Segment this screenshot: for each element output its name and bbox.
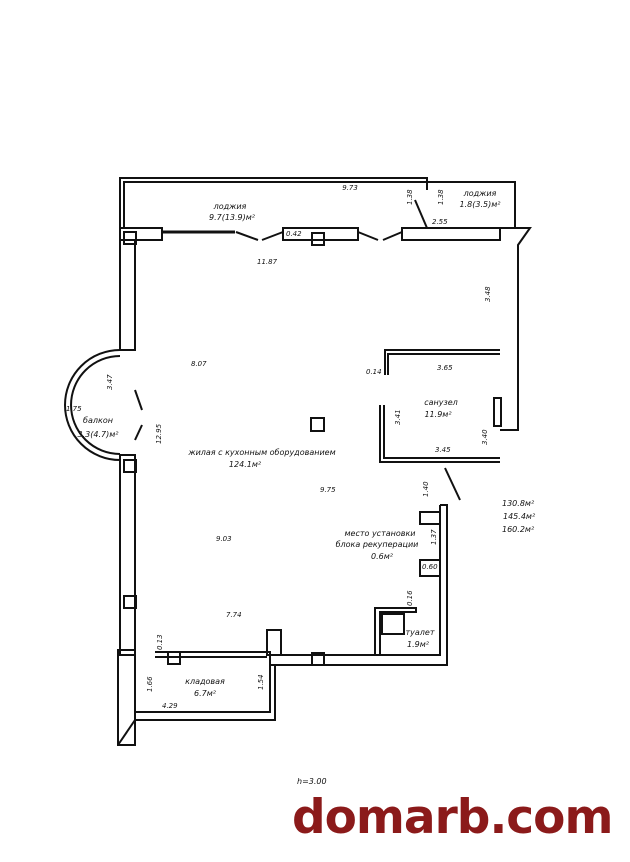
storage-area: 6.7м² [194, 689, 217, 698]
dimension-labels: 9.73 1.38 1.38 2.55 0.42 11.87 3.48 8.07… [66, 184, 492, 710]
dim: 0.42 [286, 230, 302, 238]
dim: 1.38 [406, 189, 414, 205]
ceiling-height: h=3.00 [297, 777, 327, 786]
dim: 9.73 [342, 184, 358, 192]
area-totals: 130.8м² 145.4м² 160.2м² [502, 499, 536, 534]
dim: 9.75 [320, 486, 336, 494]
loggia-right-area: 1.8(3.5)м² [460, 200, 502, 209]
dim: 12.95 [155, 423, 163, 444]
dim: 1.75 [66, 405, 82, 413]
room-labels: лоджия 1.8(3.5)м² лоджия 9.7(13.9)м² бал… [78, 189, 502, 698]
total-area: 160.2м² [502, 525, 535, 534]
living-area: 124.1м² [229, 460, 262, 469]
balcony-name: балкон [83, 416, 113, 425]
recuperation-name-1: место установки [344, 529, 415, 538]
loggia-left-area: 9.7(13.9)м² [209, 213, 256, 222]
dim: 3.48 [484, 286, 492, 302]
dim: 1.38 [437, 189, 445, 205]
dim: 0.13 [156, 634, 164, 650]
dim: 2.55 [432, 218, 448, 226]
dim: 0.14 [366, 368, 382, 376]
dim: 4.29 [162, 702, 178, 710]
recuperation-area: 0.6м² [371, 552, 394, 561]
dim: 0.16 [406, 590, 414, 606]
balcony-area: 3.3(4.7)м² [78, 430, 120, 439]
dim: 1.54 [257, 674, 265, 690]
dim: 3.47 [106, 374, 114, 390]
watermark: domarb.com [292, 790, 613, 845]
dim: 3.45 [435, 446, 451, 454]
dim: 1.40 [422, 481, 430, 497]
storage-name: кладовая [185, 677, 225, 686]
dim: 3.65 [437, 364, 453, 372]
dim: 1.66 [146, 676, 154, 692]
total-area: 145.4м² [503, 512, 536, 521]
loggia-left-name: лоджия [213, 202, 247, 211]
dim: 8.07 [191, 360, 207, 368]
bathroom-name: санузел [424, 398, 458, 407]
dim: 0.60 [422, 563, 438, 571]
living-name: жилая с кухонным оборудованием [187, 448, 335, 457]
recuperation-name-2: блока рекуперации [336, 540, 419, 549]
dim: 1.37 [430, 529, 438, 545]
toilet-name: туалет [406, 628, 435, 637]
total-area: 130.8м² [502, 499, 535, 508]
toilet-area: 1.9м² [407, 640, 430, 649]
bathroom-area: 11.9м² [424, 410, 452, 419]
walls [64, 177, 532, 746]
loggia-right-name: лоджия [463, 189, 497, 198]
dim: 3.40 [481, 429, 489, 445]
dim: 3.41 [394, 409, 402, 425]
dim: 9.03 [216, 535, 232, 543]
dim: 11.87 [257, 258, 278, 266]
dim: 7.74 [226, 611, 242, 619]
